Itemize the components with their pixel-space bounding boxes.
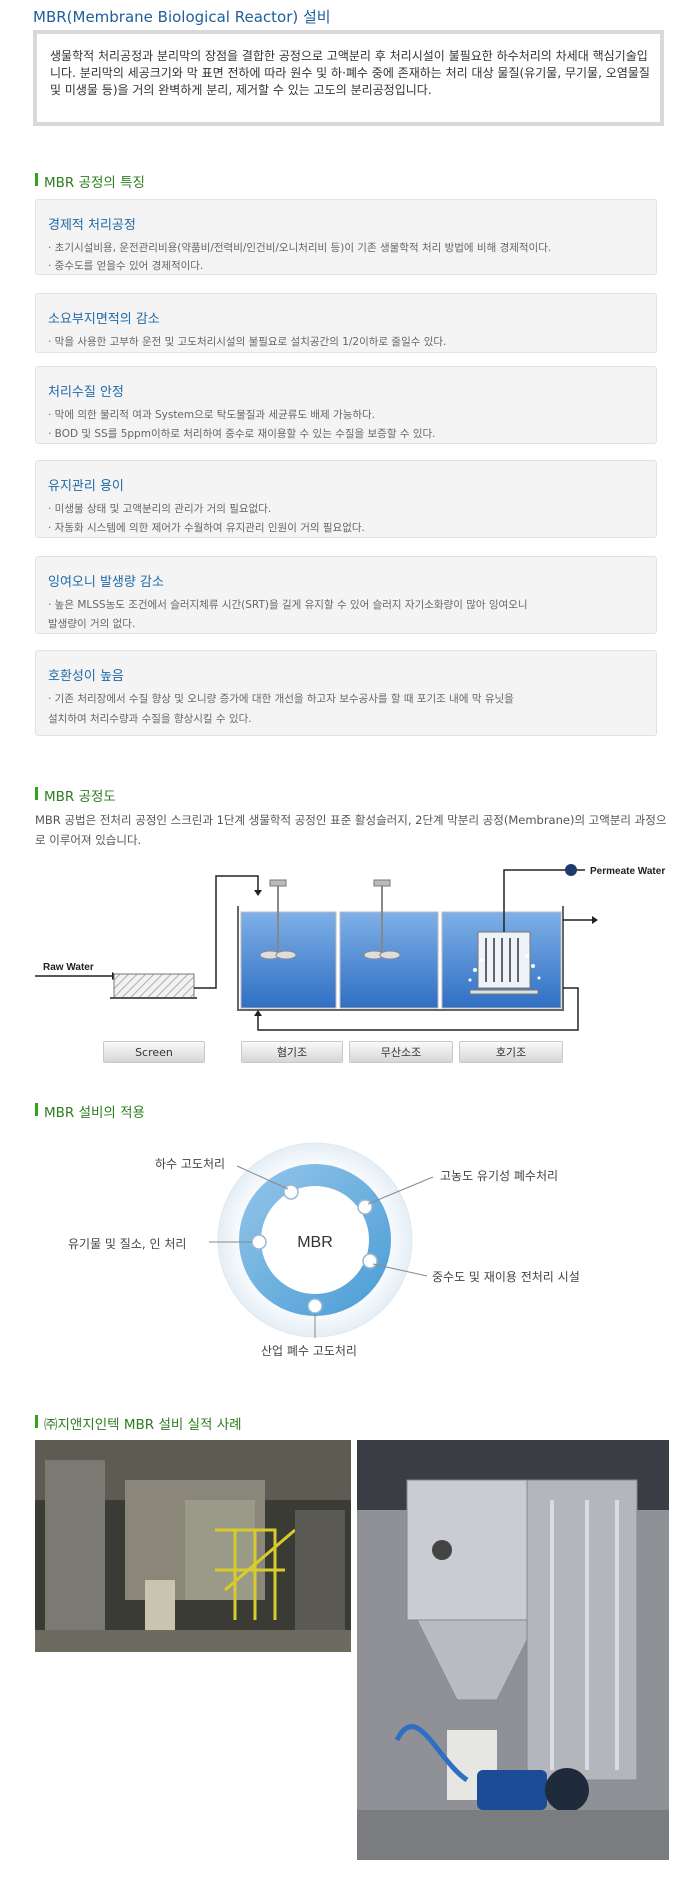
intro-text: 생물학적 처리공정과 분리막의 장점을 결합한 공정으로 고액분리 후 처리시설…	[50, 49, 650, 97]
label-anaerobic: 혐기조	[241, 1041, 343, 1063]
feature-card-quality: 처리수질 안정 · 막에 의한 물리적 여과 System으로 탁도물질과 세균…	[35, 366, 657, 444]
pump-icon	[565, 864, 577, 876]
tank-anaerobic	[240, 911, 337, 1009]
case-photo-2	[357, 1440, 669, 1860]
feature-line: · 막을 사용한 고부하 운전 및 고도처리시설의 불필요로 설치공간의 1/2…	[48, 336, 447, 348]
feature-card-compatibility: 호환성이 높음 · 기존 처리장에서 수질 향상 및 오니량 증가에 대한 개선…	[35, 650, 657, 736]
feature-card-sludge: 잉여오니 발생량 감소 · 높은 MLSS농도 조건에서 슬러지체류 시간(SR…	[35, 556, 657, 634]
label-anoxic: 무산소조	[349, 1041, 453, 1063]
process-description: MBR 공법은 전처리 공정인 스크린과 1단계 생물학적 공정인 표준 활성슬…	[35, 813, 667, 847]
feature-line: · 자동화 시스템에 의한 제어가 수월하여 유지관리 인원이 거의 필요없다.	[48, 522, 365, 534]
case-photo-1	[35, 1440, 351, 1652]
feature-card-economic: 경제적 처리공정 · 초기시설비용, 운전관리비용(약품비/전력비/인건비/오니…	[35, 199, 657, 275]
feature-line: · 중수도를 얻을수 있어 경제적이다.	[48, 260, 204, 272]
feature-line: · 막에 의한 물리적 여과 System으로 탁도물질과 세균류도 배제 가능…	[48, 409, 376, 421]
feature-title: 유지관리 용이	[48, 479, 124, 494]
feature-title: 처리수질 안정	[48, 385, 124, 400]
feature-line: · 높은 MLSS농도 조건에서 슬러지체류 시간(SRT)을 길게 유지할 수…	[48, 599, 528, 611]
application-diagram: MBR	[209, 1142, 434, 1338]
feature-title: 잉여오니 발생량 감소	[48, 575, 164, 590]
application-section-title: MBR 설비의 적용	[35, 1101, 145, 1121]
label-screen: Screen	[103, 1041, 205, 1063]
feature-title: 소요부지면적의 감소	[48, 312, 160, 327]
tank-anoxic	[339, 911, 439, 1009]
permeate-water-label: Permeate Water	[590, 866, 665, 877]
raw-water-label: Raw Water	[43, 962, 94, 973]
feature-card-maintenance: 유지관리 용이 · 미생물 상태 및 고액분리의 관리가 거의 필요없다. · …	[35, 460, 657, 538]
return-pipe	[257, 987, 579, 1031]
feature-line: · BOD 및 SS를 5ppm이하로 처리하여 중수로 재이용할 수 있는 수…	[48, 428, 436, 440]
label-aerobic: 호기조	[459, 1041, 563, 1063]
mbr-center-label: MBR	[297, 1234, 333, 1251]
process-diagram: Raw Water Permeate Water	[35, 864, 665, 1031]
feature-card-space: 소요부지면적의 감소 · 막을 사용한 고부하 운전 및 고도처리시설의 불필요…	[35, 293, 657, 353]
pipe-to-tank	[194, 875, 259, 989]
feature-title: 호환성이 높음	[48, 669, 124, 684]
application-label-sewage: 하수 고도처리	[155, 1157, 226, 1171]
screen-unit	[113, 973, 195, 999]
application-label-organic-waste: 고농도 유기성 폐수처리	[440, 1169, 559, 1183]
feature-line: · 기존 처리장에서 수질 향상 및 오니량 증가에 대한 개선을 하고자 보수…	[48, 693, 514, 705]
features-section-title: MBR 공정의 특징	[35, 171, 145, 191]
page-title: MBR(Membrane Biological Reactor) 설비	[33, 8, 331, 26]
application-label-industrial: 산업 폐수 고도처리	[261, 1344, 357, 1358]
feature-line: · 미생물 상태 및 고액분리의 관리가 거의 필요없다.	[48, 503, 272, 515]
process-section-title: MBR 공정도	[35, 785, 116, 805]
application-label-reuse: 중수도 및 재이용 전처리 시설	[432, 1270, 580, 1284]
application-label-nutrient: 유기물 및 질소, 인 처리	[68, 1237, 187, 1251]
feature-line: · 초기시설비용, 운전관리비용(약품비/전력비/인건비/오니처리비 등)이 기…	[48, 242, 552, 254]
feature-line: 발생량이 거의 없다.	[48, 618, 136, 630]
intro-box: 생물학적 처리공정과 분리막의 장점을 결합한 공정으로 고액분리 후 처리시설…	[33, 30, 664, 126]
feature-line: 설치하여 처리수량과 수질을 향상시킬 수 있다.	[48, 713, 252, 725]
feature-title: 경제적 처리공정	[48, 218, 136, 233]
cases-section-title: ㈜지앤지인텍 MBR 설비 실적 사례	[35, 1413, 242, 1433]
